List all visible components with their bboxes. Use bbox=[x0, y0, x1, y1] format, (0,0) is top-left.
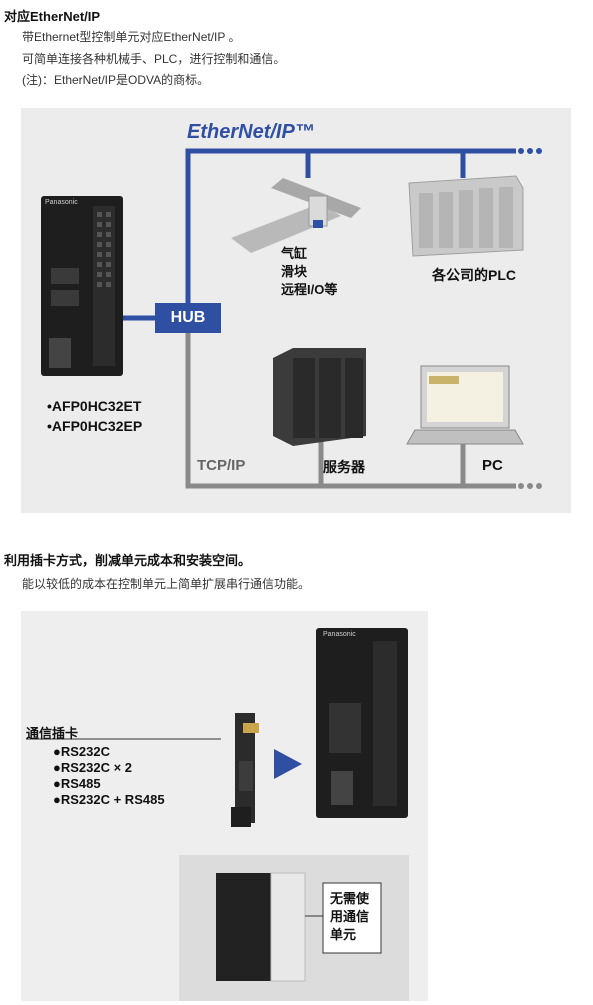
card-list: ●RS232C ●RS232C × 2 ●RS485 ●RS232C + RS4… bbox=[53, 744, 165, 808]
laptop-image bbox=[406, 365, 524, 445]
card-figure bbox=[26, 628, 409, 1001]
controller-unit bbox=[41, 196, 123, 376]
card-item-1: ●RS232C bbox=[53, 744, 110, 759]
section1-line-3: (注)：EtherNet/IP是ODVA的商标。 bbox=[22, 73, 210, 87]
comm-card-image bbox=[231, 713, 259, 827]
card-item-2: ●RS232C × 2 bbox=[53, 760, 133, 775]
plc-label: 各公司的PLC bbox=[432, 267, 516, 283]
actuator-label-3: 远程I/O等 bbox=[281, 282, 338, 297]
ethernet-diagram: EtherNet/IP™ Panasonic HUB 气缸 滑块 远程I/O等 … bbox=[21, 108, 571, 513]
note-box: 无需使 用通信 单元 bbox=[330, 890, 369, 944]
section1-heading: 对应EtherNet/IP bbox=[4, 9, 101, 24]
actuator-image bbox=[231, 178, 361, 253]
server-label: 服务器 bbox=[323, 459, 365, 475]
hub-box: HUB bbox=[155, 303, 221, 333]
section2-heading: 利用插卡方式，削减单元成本和安装空间。 bbox=[4, 553, 252, 568]
ethernet-ip-logo: EtherNet/IP™ bbox=[187, 121, 315, 143]
note-line-3: 单元 bbox=[330, 927, 357, 942]
section1-line-1: 带Ethernet型控制单元对应EtherNet/IP 。 bbox=[22, 30, 241, 44]
card-diagram: Panasonic 通信插卡 ●RS232C ●RS232C × 2 ●RS48… bbox=[21, 611, 428, 1001]
card-title: 通信插卡 bbox=[26, 726, 79, 741]
actuator-label: 气缸 滑块 远程I/O等 bbox=[281, 245, 337, 299]
plc-rack-image bbox=[408, 175, 524, 257]
arrow-right-icon bbox=[274, 749, 302, 779]
panasonic-logo: Panasonic bbox=[45, 199, 78, 206]
actuator-label-1: 气缸 bbox=[281, 246, 308, 261]
panasonic-logo-2: Panasonic bbox=[323, 631, 356, 638]
pc-label: PC bbox=[482, 457, 503, 474]
server-image bbox=[273, 348, 366, 446]
tcp-ip-label: TCP/IP bbox=[197, 457, 246, 474]
note-line-2: 用通信 bbox=[330, 909, 370, 924]
note-line-1: 无需使 bbox=[330, 891, 370, 906]
compact-unit-image bbox=[216, 872, 306, 982]
actuator-label-2: 滑块 bbox=[281, 264, 308, 279]
model-item-1: •AFP0HC32ET bbox=[47, 398, 142, 414]
model-item-2: •AFP0HC32EP bbox=[47, 418, 143, 434]
model-list: •AFP0HC32ET •AFP0HC32EP bbox=[47, 396, 142, 436]
controller-with-card bbox=[316, 628, 408, 818]
section2-line: 能以较低的成本在控制单元上简单扩展串行通信功能。 bbox=[22, 577, 311, 591]
section1-line-2: 可简单连接各种机械手、PLC，进行控制和通信。 bbox=[22, 52, 286, 66]
card-item-4: ●RS232C + RS485 bbox=[53, 792, 165, 807]
card-item-3: ●RS485 bbox=[53, 776, 101, 791]
network-lines bbox=[41, 148, 542, 489]
